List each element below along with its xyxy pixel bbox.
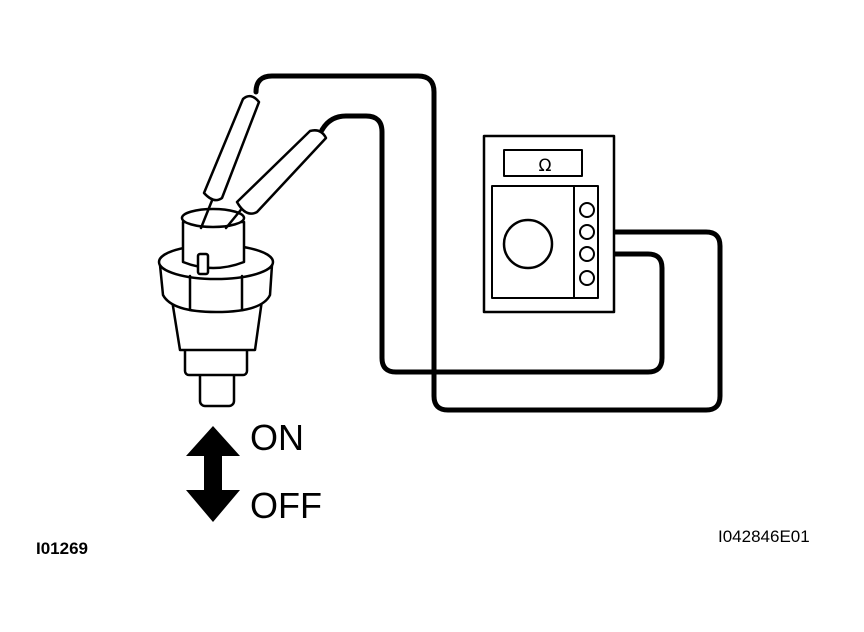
test-probes [199, 94, 328, 230]
figure-code-left: I01269 [36, 539, 88, 558]
off-label: OFF [250, 485, 322, 526]
meter-jack-2 [579, 224, 595, 240]
ohmmeter [482, 134, 616, 314]
meter-dial [502, 218, 554, 270]
on-off-arrow-icon [186, 426, 240, 522]
meter-jack-4 [579, 270, 595, 286]
meter-display [503, 149, 583, 177]
connector-latch [196, 252, 210, 276]
probe-handle-right [235, 129, 328, 215]
pressure-switch [157, 207, 275, 408]
lead-cable-inner [319, 113, 665, 375]
connector-opening [180, 207, 246, 229]
test-leads [253, 73, 723, 413]
meter-jack-1 [579, 202, 595, 218]
switch-connector [181, 220, 246, 270]
probe-handle-left [202, 94, 261, 202]
on-label: ON [250, 417, 304, 458]
lead-cable-outer [253, 73, 723, 413]
meter-jack-3 [579, 246, 595, 262]
figure-code-right: I042846E01 [718, 527, 810, 546]
probe-tip-left [199, 196, 215, 230]
meter-display-symbol: Ω [539, 156, 552, 176]
